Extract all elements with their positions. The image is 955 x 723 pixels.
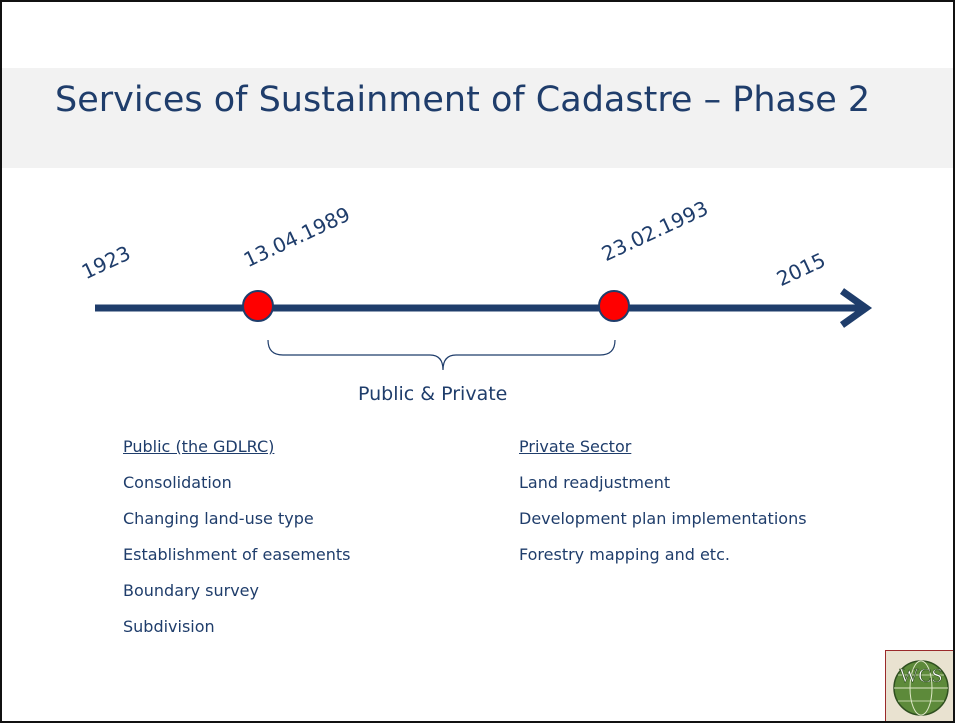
private-item: Forestry mapping and etc. (519, 545, 730, 564)
marker-1989 (242, 290, 274, 322)
private-column: Private Sector Land readjustment Develop… (519, 436, 807, 580)
public-item: Subdivision (123, 617, 215, 636)
slide-title: Services of Sustainment of Cadastre – Ph… (55, 80, 871, 120)
logo-text: WCS (899, 665, 942, 687)
public-item: Boundary survey (123, 581, 259, 600)
wcs-logo: WCS (885, 650, 955, 723)
period-bracket (267, 339, 616, 371)
public-column-heading: Public (the GDLRC) (123, 437, 275, 456)
public-column: Public (the GDLRC) Consolidation Changin… (123, 436, 351, 652)
public-item: Changing land-use type (123, 509, 314, 528)
timeline-arrowhead (839, 288, 873, 328)
private-column-heading: Private Sector (519, 437, 632, 456)
marker-1993 (598, 290, 630, 322)
public-item: Establishment of easements (123, 545, 351, 564)
title-band (2, 68, 953, 168)
public-item: Consolidation (123, 473, 232, 492)
private-item: Land readjustment (519, 473, 671, 492)
bracket-label: Public & Private (358, 383, 508, 405)
private-item: Development plan implementations (519, 509, 807, 528)
